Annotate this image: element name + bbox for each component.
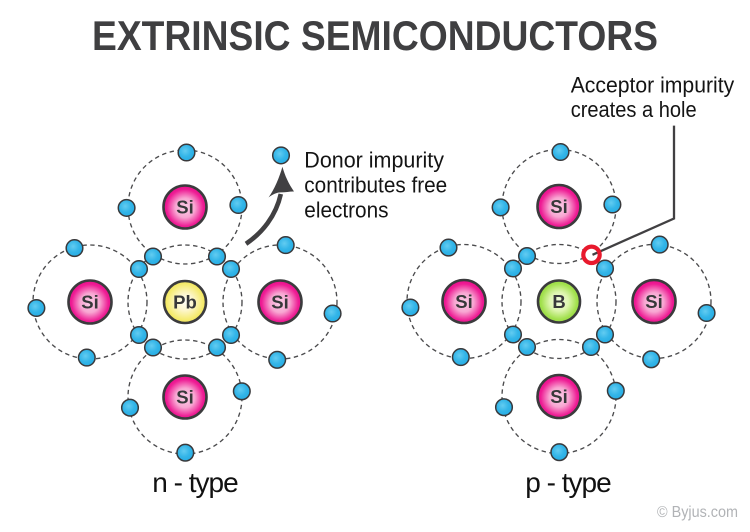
svg-text:Si: Si [455,291,472,312]
svg-text:Si: Si [550,196,567,217]
svg-text:p - type: p - type [525,467,611,498]
svg-text:Si: Si [550,386,567,407]
svg-text:electrons: electrons [304,198,388,223]
svg-text:© Byjus.com: © Byjus.com [657,504,738,521]
svg-text:Donor impurity: Donor impurity [304,147,444,172]
svg-text:Acceptor impurity: Acceptor impurity [571,73,735,98]
svg-text:creates a hole: creates a hole [571,97,697,122]
svg-text:n - type: n - type [152,467,238,498]
svg-text:Si: Si [81,292,98,313]
svg-text:Pb: Pb [173,292,197,313]
svg-text:Si: Si [645,291,662,312]
svg-text:Si: Si [271,292,288,313]
svg-text:contributes free: contributes free [304,172,447,197]
svg-text:B: B [552,291,565,312]
svg-text:Si: Si [176,197,193,218]
svg-text:EXTRINSIC SEMICONDUCTORS: EXTRINSIC SEMICONDUCTORS [92,12,658,59]
svg-text:Si: Si [176,387,193,408]
